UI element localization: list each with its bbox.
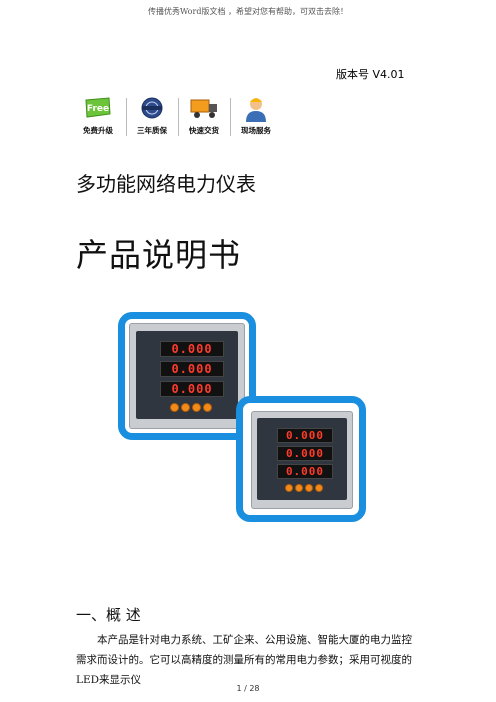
header-note: 传播优秀Word版文档 ，希望对您有帮助，可双击去除！	[148, 7, 348, 16]
badge-label: 免费升级	[83, 126, 113, 135]
product-photo-small: 0.000 0.000 0.000	[236, 396, 366, 522]
badge-onsite-service: 现场服务	[230, 96, 282, 140]
meter-button	[203, 403, 212, 412]
section-heading: 一、概 述	[76, 606, 141, 624]
meter-button	[170, 403, 179, 412]
product-photo-large: 0.000 0.000 0.000	[118, 312, 256, 440]
led-display-row: 0.000	[160, 381, 224, 397]
meter-panel: 0.000 0.000 0.000	[136, 331, 238, 419]
meter-button	[181, 403, 190, 412]
badge-free-upgrade: Free 免费升级	[72, 96, 124, 140]
service-engineer-icon	[241, 96, 271, 122]
free-icon: Free	[83, 96, 113, 122]
meter-button	[305, 484, 313, 492]
led-display-row: 0.000	[160, 341, 224, 357]
badge-label: 三年质保	[137, 126, 167, 135]
led-display-row: 0.000	[277, 446, 333, 461]
led-display-row: 0.000	[160, 361, 224, 377]
delivery-truck-icon	[189, 96, 219, 122]
meter-button	[192, 403, 201, 412]
meter-housing: 0.000 0.000 0.000	[251, 411, 353, 509]
badge-label: 现场服务	[241, 126, 271, 135]
meter-button	[315, 484, 323, 492]
meter-button	[285, 484, 293, 492]
led-display-row: 0.000	[277, 428, 333, 443]
meter-panel: 0.000 0.000 0.000	[257, 418, 347, 500]
page-number: 1 / 28	[236, 684, 260, 693]
badge-label: 快速交货	[189, 126, 219, 135]
body-paragraph: 本产品是针对电力系统、工矿企来、公用设施、智能大厦的电力监控需求而设计的。它可以…	[76, 634, 412, 686]
document-title: 产品说明书	[76, 236, 242, 274]
quality-seal-icon	[137, 96, 167, 122]
service-badges: Free 免费升级 三年质保 快速交货	[72, 96, 282, 140]
product-subtitle: 多功能网络电力仪表	[76, 172, 256, 196]
meter-housing: 0.000 0.000 0.000	[129, 323, 245, 429]
badge-three-year-warranty: 三年质保	[126, 96, 178, 140]
version-label: 版本号 V4.01	[336, 68, 405, 81]
badge-fast-delivery: 快速交货	[178, 96, 230, 140]
meter-button	[295, 484, 303, 492]
svg-text:Free: Free	[87, 104, 109, 114]
led-display-row: 0.000	[277, 464, 333, 479]
